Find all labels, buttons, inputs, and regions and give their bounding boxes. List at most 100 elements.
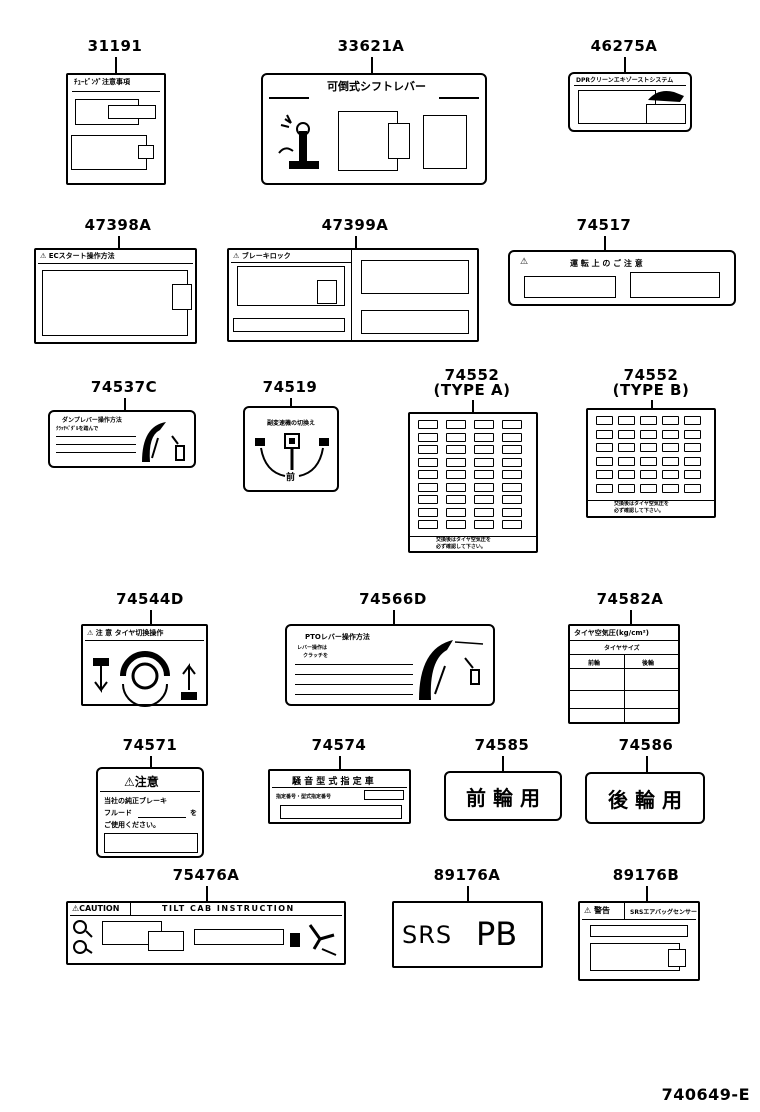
- grid-cell: [662, 483, 679, 493]
- label-line-1: 指定番号・型式指定番号: [276, 794, 332, 800]
- leader-line: [393, 610, 395, 625]
- label-74552-type-a: 交換後はタイヤ空気圧を 必ず確認して下さい。: [408, 412, 538, 553]
- grid-cell: [502, 507, 522, 517]
- text-line: [295, 664, 413, 665]
- divider: [231, 262, 351, 263]
- grid-cell: [684, 483, 701, 493]
- label-title: TILT CAB INSTRUCTION: [162, 904, 295, 913]
- grid-cell: [502, 420, 522, 429]
- label-line-2: フルード: [104, 809, 132, 817]
- part-number-74566d: 74566D: [359, 590, 427, 608]
- grid-cell: [418, 432, 438, 442]
- label-title: ⚠ ブレーキロック: [233, 252, 291, 260]
- leader-line: [206, 886, 208, 902]
- grid-cell: [446, 482, 466, 492]
- text-block: [524, 276, 616, 298]
- text-line: [56, 444, 136, 445]
- label-line-2b: を: [190, 809, 197, 817]
- grid-cell: [418, 470, 438, 479]
- label-31191: ﾁｭｰﾋﾞﾝｸﾞ注意事項: [66, 73, 166, 185]
- warning-icon: ⚠: [87, 629, 94, 637]
- grid-cell: [474, 495, 494, 504]
- column-front: 前輪: [588, 660, 601, 667]
- leader-line: [502, 756, 504, 772]
- part-number-31191: 31191: [87, 37, 143, 55]
- divider: [351, 250, 352, 340]
- divider: [624, 654, 625, 722]
- part-number-47399a: 47399A: [321, 216, 389, 234]
- srs-text: SRS: [402, 921, 453, 949]
- front-marker: 前: [286, 473, 296, 483]
- grid-cell: [446, 432, 466, 442]
- grid-cell: [618, 483, 635, 493]
- label-subtitle: ｸﾗｯﾁﾍﾟﾀﾞﾙを踏んで: [56, 426, 99, 432]
- front-wheel-text: 前 輪 用: [466, 786, 540, 810]
- part-number-89176a: 89176A: [433, 866, 501, 884]
- grid-cell: [684, 416, 701, 425]
- leader-line: [339, 756, 341, 770]
- grid-cell: [502, 520, 522, 529]
- grid-cell: [418, 507, 438, 517]
- label-line-1: 当社の純正ブレーキ: [104, 797, 167, 805]
- divider: [410, 536, 536, 537]
- label-74517: ⚠ 運 転 上 の ご 注 意: [508, 250, 736, 306]
- grid-cell: [474, 482, 494, 492]
- text-block: [590, 943, 680, 971]
- grid-cell: [446, 495, 466, 504]
- label-74537c: ダンプレバー操作方法 ｸﾗｯﾁﾍﾟﾀﾞﾙを踏んで: [48, 410, 196, 468]
- leader-line: [115, 57, 117, 74]
- label-title: ⚠ ECスタート操作方法: [40, 252, 115, 260]
- label-line-3: ご使用ください。: [104, 821, 160, 829]
- label-74582a: タイヤ空気圧(kg/cm²) タイヤサイズ 前輪 後輪: [568, 624, 680, 724]
- label-75476a: ⚠CAUTION TILT CAB INSTRUCTION: [66, 901, 346, 965]
- grid-cell: [596, 483, 613, 493]
- grid-cell: [474, 420, 494, 429]
- grid-cell: [640, 470, 657, 479]
- pto-lever-icon: [419, 640, 484, 700]
- grid-cell: [474, 432, 494, 442]
- grid-cell: [662, 429, 679, 439]
- label-title: ダンプレバー操作方法: [62, 417, 122, 424]
- grid-cell: [662, 443, 679, 452]
- cab-tilt-step-icon: [73, 920, 93, 954]
- text-block: [194, 929, 284, 945]
- part-number-74571: 74571: [122, 736, 178, 754]
- footer-line-1: 交換後はタイヤ空気圧を: [436, 537, 491, 543]
- warning-icon: ⚠: [584, 906, 592, 915]
- text-line: [56, 452, 136, 453]
- leader-line: [150, 610, 152, 625]
- part-number-74585: 74585: [474, 736, 530, 754]
- label-title: 運 転 上 の ご 注 意: [570, 259, 643, 268]
- grid-cell: [474, 445, 494, 454]
- type-a-caption: (TYPE A): [433, 381, 511, 399]
- label-46275a: DPRクリーンエキゾーストシステム: [568, 72, 692, 132]
- text-block: [630, 272, 720, 298]
- text-block: [364, 790, 404, 800]
- part-number-74519: 74519: [262, 378, 318, 396]
- text-block: [646, 104, 686, 124]
- pb-text: PB: [476, 915, 518, 953]
- grid-cell: [662, 416, 679, 425]
- text-block: [108, 105, 156, 119]
- divider: [269, 97, 309, 99]
- text-block: [578, 90, 656, 124]
- footer-line-2: 必ず確認して下さい。: [436, 544, 486, 550]
- label-title: DPRクリーンエキゾーストシステム: [576, 77, 674, 84]
- text-block: [148, 931, 184, 951]
- grid-cell: [596, 443, 613, 452]
- divider: [85, 640, 204, 641]
- divider: [38, 263, 193, 264]
- caution-heading: ⚠CAUTION: [72, 904, 120, 913]
- grid-cell: [684, 443, 701, 452]
- text-block: [668, 949, 686, 967]
- divider: [72, 91, 160, 92]
- text-line: [56, 436, 136, 437]
- label-title: タイヤ空気圧(kg/cm²): [574, 629, 649, 637]
- leader-line: [467, 886, 469, 902]
- grid-cell: [640, 429, 657, 439]
- label-line-1: レバー操作は: [297, 645, 328, 651]
- leader-line: [604, 236, 606, 251]
- part-number-74582a: 74582A: [596, 590, 664, 608]
- grid-cell: [596, 429, 613, 439]
- label-title: ﾁｭｰﾋﾞﾝｸﾞ注意事項: [74, 78, 130, 86]
